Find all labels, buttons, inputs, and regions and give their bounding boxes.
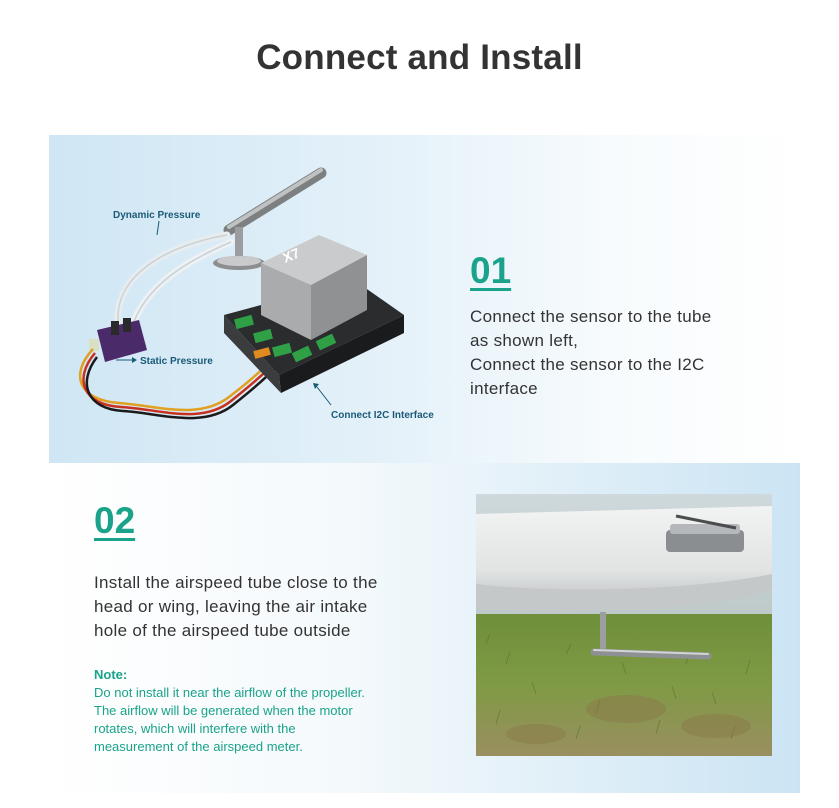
step-1-line: interface: [470, 379, 538, 398]
installation-photo: [476, 494, 772, 756]
device-label: X7: [280, 244, 302, 265]
pitot-tube-image: [213, 167, 327, 270]
note-line: measurement of the airspeed meter.: [94, 739, 303, 754]
step-2-line: Install the airspeed tube close to the: [94, 573, 378, 592]
step-1-line: Connect the sensor to the I2C: [470, 355, 705, 374]
callout-i2c-interface: Connect I2C Interface: [313, 383, 434, 421]
note-label: Note:: [94, 667, 128, 682]
step-1-description: Connect the sensor to the tube as shown …: [470, 305, 780, 401]
step-2-line: hole of the airspeed tube outside: [94, 621, 351, 640]
sensor-connection-diagram: X7 Dynamic Pressure Static Pressure Conn…: [78, 167, 434, 421]
step-2-number: 02: [94, 500, 136, 541]
svg-text:Connect I2C Interface: Connect I2C Interface: [331, 410, 434, 421]
step-2-description: Install the airspeed tube close to the h…: [94, 571, 454, 643]
flight-controller-image: X7: [224, 235, 404, 393]
step-1-line: Connect the sensor to the tube: [470, 307, 712, 326]
note-line: Do not install it near the airflow of th…: [94, 685, 365, 700]
step-1-line: as shown left,: [470, 331, 579, 350]
step-1-number: 01: [470, 250, 512, 291]
note-text: Do not install it near the airflow of th…: [94, 684, 454, 756]
note-line: The airflow will be generated when the m…: [94, 703, 353, 718]
svg-text:Dynamic Pressure: Dynamic Pressure: [113, 210, 201, 221]
airspeed-sensor-board: [89, 318, 147, 362]
svg-text:Static Pressure: Static Pressure: [140, 356, 213, 367]
step-2-line: head or wing, leaving the air intake: [94, 597, 368, 616]
page-title: Connect and Install: [256, 38, 583, 77]
callout-dynamic-pressure: Dynamic Pressure: [113, 210, 201, 236]
callout-static-pressure: Static Pressure: [116, 356, 213, 367]
step-2-panel: 02 Install the airspeed tube close to th…: [49, 463, 800, 793]
step-1-panel: X7 Dynamic Pressure Static Pressure Conn…: [49, 135, 800, 463]
note-line: rotates, which will interfere with the: [94, 721, 296, 736]
